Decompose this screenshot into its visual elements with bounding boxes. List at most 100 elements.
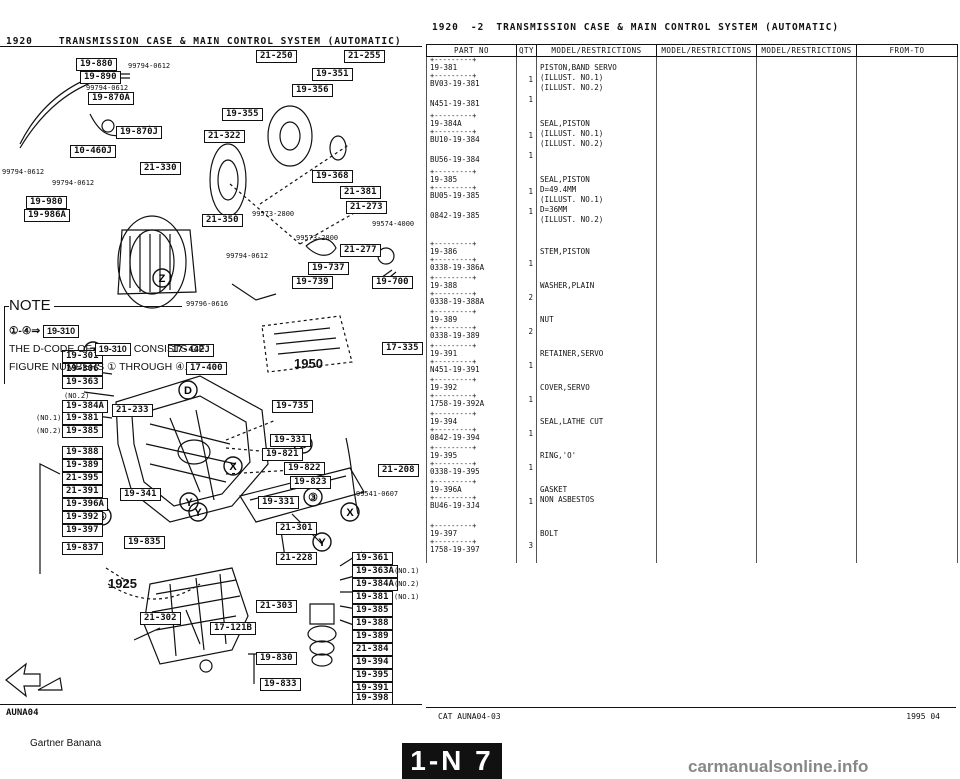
ref-box-top: +---------+	[430, 341, 477, 350]
description-line: (ILLUST. NO.1)	[540, 73, 604, 82]
part-number: 1758-19-392A	[430, 398, 485, 408]
qty-spacer	[520, 445, 533, 463]
qty-cell: 2	[515, 308, 538, 343]
description-line: RING,'O'	[540, 450, 577, 460]
part-label: 19-388	[352, 617, 393, 630]
description-line: (ILLUST. NO.1)	[540, 194, 604, 204]
part-label: 19-739	[292, 276, 333, 289]
quantity: 1	[528, 206, 534, 216]
note-line-3: FIGURE NUMBERS ① THROUGH ④.	[9, 361, 188, 373]
empty-cell	[656, 342, 758, 377]
part-label: 21-350	[202, 214, 243, 227]
quantity: 1	[528, 428, 534, 438]
ref-number: 19-381	[430, 63, 458, 72]
empty-cell	[756, 168, 858, 241]
empty-cell	[856, 240, 958, 275]
part-number: 0338-19-395	[430, 466, 480, 476]
part-label: 19-397	[62, 524, 103, 537]
note-line-2: THE D-CODE OF 19-310 CONSISTS OF	[9, 343, 205, 356]
quantity: 1	[528, 394, 534, 404]
empty-cell	[756, 308, 858, 343]
qty-spacer	[520, 241, 533, 259]
qty-spacer	[520, 309, 533, 327]
part-label: 19-301	[62, 350, 103, 363]
column-header: QTY	[515, 44, 538, 57]
empty-cell	[856, 522, 958, 563]
part-label: 19-363A	[352, 565, 398, 578]
part-label: 21-384	[352, 643, 393, 656]
part-label: 17-442J	[168, 344, 214, 357]
part-label: 19-361	[352, 552, 393, 565]
qty-cell: 1	[515, 478, 538, 523]
part-label: 21-395	[62, 472, 103, 485]
empty-cell	[756, 410, 858, 445]
ref-number: 19-397	[430, 528, 458, 538]
illust-number: (NO.1)	[394, 593, 420, 601]
ref-number: 19-394	[430, 416, 458, 426]
column-header: PART NO	[426, 44, 517, 57]
note-part-label: 19-310	[43, 325, 80, 338]
ref-number: 19-385	[430, 174, 458, 184]
part-label: 19-700	[372, 276, 413, 289]
ref-box-top: +---------+	[430, 521, 477, 530]
callout-1950: 1950	[294, 356, 323, 371]
bolt-number: 99794-0612	[128, 62, 171, 70]
illust-number: (NO.2)	[64, 392, 90, 400]
ref-box-bottom: +---------+	[430, 289, 477, 298]
column-header: MODEL/RESTRICTIONS	[656, 44, 758, 57]
ref-box-top: +---------+	[430, 443, 477, 452]
empty-cell	[756, 56, 858, 113]
description-cell: RING,'O'	[536, 444, 658, 479]
part-cell: +---------+19-391+---------+N451-19-391	[426, 341, 517, 377]
part-label: 19-368	[312, 170, 353, 183]
ref-box-top: +---------+	[430, 111, 477, 120]
note-text-a: THE D-CODE OF	[9, 343, 92, 355]
ref-box-top: +---------+	[430, 375, 477, 384]
callout-3-icon: ③	[308, 492, 318, 504]
part-label: 19-389	[352, 630, 393, 643]
quantity: 1	[528, 75, 534, 84]
illust-number: (NO.1)	[36, 414, 62, 422]
column-header: MODEL/RESTRICTIONS	[756, 44, 858, 57]
description-line: (ILLUST. NO.2)	[540, 214, 604, 224]
bolt-number: 99796-0616	[186, 300, 229, 308]
description-line: COVER,SERVO	[540, 382, 590, 392]
column-header: FROM-TO	[856, 44, 958, 57]
empty-cell	[656, 240, 758, 275]
part-label: 21-330	[140, 162, 181, 175]
ref-box-top: +---------+	[430, 239, 477, 248]
description-cell: PISTON,BAND SERVO(ILLUST. NO.1)(ILLUST. …	[536, 56, 658, 113]
part-label: 19-837	[62, 542, 103, 555]
ref-number: 19-395	[430, 450, 458, 460]
part-label: 19-823	[290, 476, 331, 489]
quantity: 1	[528, 130, 534, 140]
part-number: 0338-19-388A	[430, 296, 485, 306]
ref-box-bottom: +---------+	[430, 425, 477, 434]
table-row: +---------+19-386+---------+0338-19-386A…	[426, 239, 958, 275]
part-label: 19-385	[352, 604, 393, 617]
description-cell: WASHER,PLAIN	[536, 274, 658, 309]
qty-cell: 1	[515, 376, 538, 411]
empty-cell	[756, 342, 858, 377]
empty-cell	[856, 444, 958, 479]
description-line: SEAL,LATHE CUT	[540, 416, 604, 426]
qty-spacer	[520, 377, 533, 395]
empty-cell	[656, 168, 758, 241]
part-label: 19-389	[62, 459, 103, 472]
part-label: 19-737	[308, 262, 349, 275]
brand-text: Gartner Banana	[30, 738, 102, 749]
ref-box-top: +---------+	[430, 167, 477, 176]
empty-cell	[856, 376, 958, 411]
bolt-number: 99574-4000	[372, 220, 415, 228]
note-text-c: CONSISTS OF	[133, 343, 205, 355]
callout-y3-icon: Y	[318, 537, 326, 549]
description-cell: SEAL,PISTON(ILLUST. NO.1)(ILLUST. NO.2)	[536, 112, 658, 169]
